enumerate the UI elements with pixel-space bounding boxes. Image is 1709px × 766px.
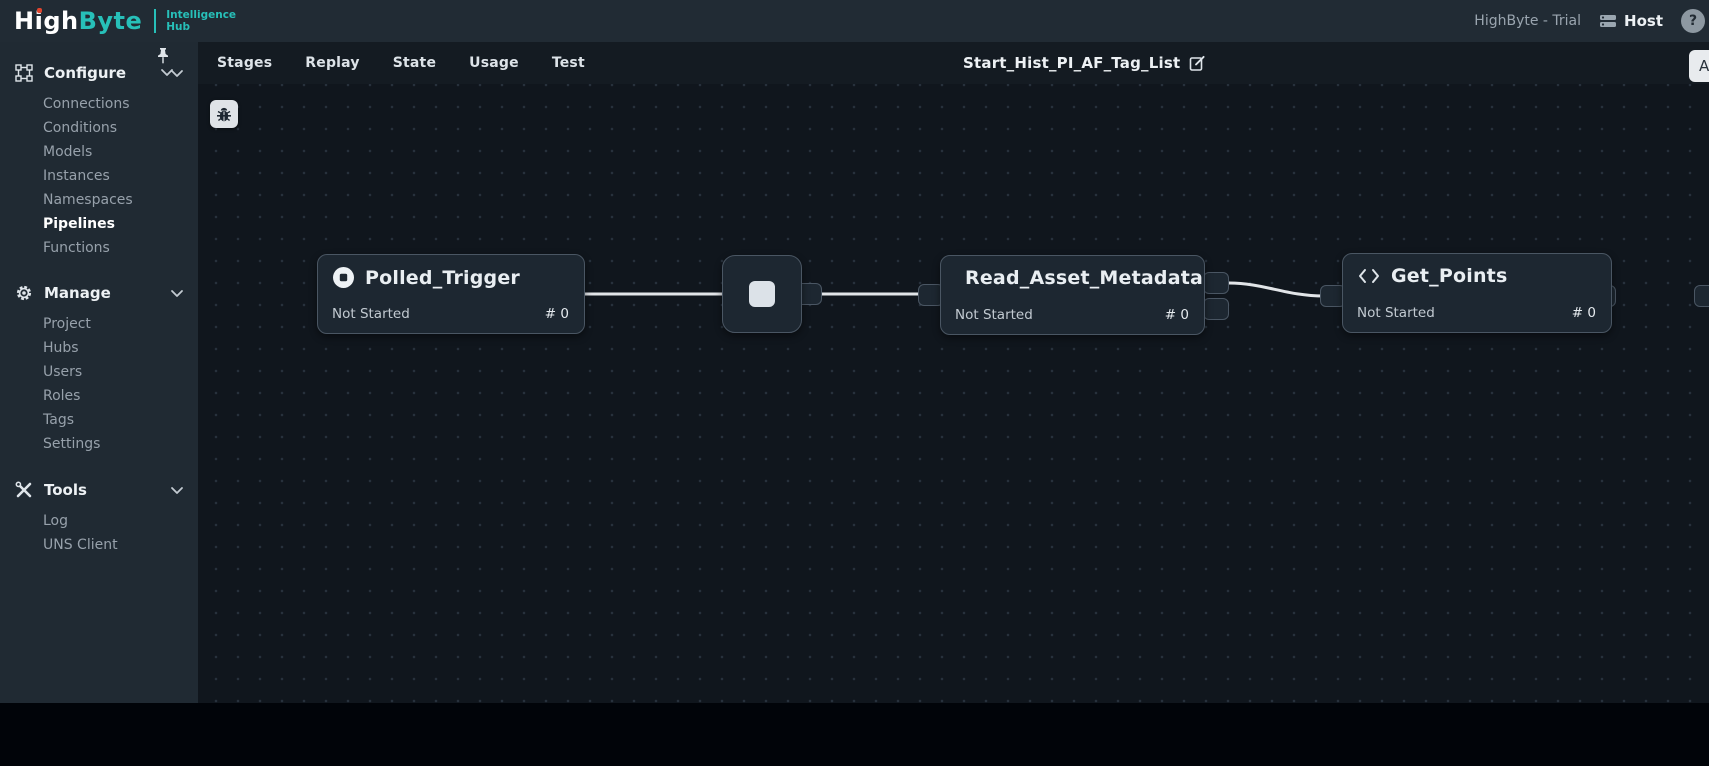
tab-stages[interactable]: Stages bbox=[217, 55, 273, 71]
node-get-points[interactable]: Get_Points Not Started # 0 bbox=[1342, 253, 1612, 333]
node-count: # 0 bbox=[1164, 307, 1189, 323]
tagline-line1: Intelligence bbox=[166, 8, 237, 21]
node-header: Get_Points bbox=[1357, 265, 1596, 287]
tab-state[interactable]: State bbox=[392, 55, 437, 71]
node-count: # 0 bbox=[544, 306, 569, 322]
brand-red-dot bbox=[37, 8, 42, 13]
tab-usage[interactable]: Usage bbox=[469, 55, 519, 71]
sidebar-item-hubs[interactable]: Hubs bbox=[43, 340, 79, 356]
sidebar-item-conditions[interactable]: Conditions bbox=[43, 120, 118, 136]
node-title: Polled_Trigger bbox=[365, 266, 521, 289]
tagline-line2: Hub bbox=[166, 21, 191, 33]
logo-tagline: Intelligence Hub bbox=[166, 9, 236, 33]
node-header: Polled_Trigger bbox=[332, 266, 569, 289]
server-icon bbox=[1600, 15, 1617, 27]
node-stop[interactable] bbox=[722, 255, 802, 333]
sidebar-section-manage-header[interactable]: Manage bbox=[0, 278, 198, 308]
node-footer: Not Started # 0 bbox=[1357, 305, 1596, 321]
sidebar-item-tags[interactable]: Tags bbox=[43, 412, 74, 428]
code-brackets-icon bbox=[1359, 269, 1379, 283]
chevron-down-icon[interactable] bbox=[160, 68, 174, 77]
tab-replay[interactable]: Replay bbox=[305, 55, 360, 71]
chevron-down-icon[interactable] bbox=[170, 481, 184, 499]
brand-high: High bbox=[14, 7, 79, 35]
port-offscreen-node-input[interactable] bbox=[1694, 285, 1709, 307]
sidebar-item-log[interactable]: Log bbox=[43, 513, 69, 529]
sidebar-item-pipelines[interactable]: Pipelines bbox=[43, 216, 115, 232]
sidebar-section-manage: Manage Project Hubs Users Roles Tags Set… bbox=[0, 278, 198, 458]
node-footer: Not Started # 0 bbox=[332, 306, 569, 322]
node-status: Not Started bbox=[332, 306, 410, 322]
sidebar-item-settings[interactable]: Settings bbox=[43, 436, 101, 452]
bug-icon bbox=[217, 107, 231, 121]
gear-icon bbox=[14, 283, 34, 303]
sidebar-section-label: Configure bbox=[44, 64, 127, 82]
node-status: Not Started bbox=[955, 307, 1033, 323]
sidebar-item-project[interactable]: Project bbox=[43, 316, 91, 332]
pin-icon[interactable] bbox=[154, 46, 172, 66]
sidebar-item-models[interactable]: Models bbox=[43, 144, 93, 160]
pipeline-wires bbox=[585, 281, 1325, 298]
pipeline-title: Start_Hist_PI_AF_Tag_List bbox=[963, 54, 1181, 72]
sidebar-section-label: Tools bbox=[44, 481, 87, 499]
group-select-icon bbox=[14, 63, 34, 83]
pipeline-tab-strip: Stages Replay State Usage Test Start_His… bbox=[198, 42, 1709, 84]
sidebar-section-label: Manage bbox=[44, 284, 111, 302]
chevron-down-icon[interactable] bbox=[170, 64, 184, 82]
host-button[interactable]: Host bbox=[1599, 12, 1663, 30]
node-polled-trigger[interactable]: Polled_Trigger Not Started # 0 bbox=[317, 254, 585, 334]
edit-icon[interactable] bbox=[1189, 55, 1206, 72]
sidebar-section-tools: Tools Log UNS Client bbox=[0, 475, 198, 559]
pipeline-tabs: Stages Replay State Usage Test bbox=[217, 42, 585, 84]
sidebar-configure-items: Connections Conditions Models Instances … bbox=[0, 88, 198, 262]
debug-button[interactable] bbox=[210, 100, 238, 128]
sidebar-item-roles[interactable]: Roles bbox=[43, 388, 81, 404]
port-read-output-1[interactable] bbox=[1203, 272, 1229, 294]
sidebar-tools-items: Log UNS Client bbox=[0, 505, 198, 559]
help-button[interactable]: ? bbox=[1681, 9, 1705, 33]
host-label: Host bbox=[1624, 12, 1663, 30]
sidebar: Configure Connections Conditions Models … bbox=[0, 42, 198, 703]
stop-square-icon bbox=[749, 281, 775, 307]
main-content: Stages Replay State Usage Test Start_His… bbox=[198, 42, 1709, 703]
chevron-down-icon[interactable] bbox=[170, 284, 184, 302]
node-header: Read_Asset_Metadata bbox=[955, 267, 1203, 289]
sidebar-section-configure-header[interactable]: Configure bbox=[0, 58, 198, 88]
sidebar-item-connections[interactable]: Connections bbox=[43, 96, 130, 112]
header-right-group: HighByte - Trial Host ? bbox=[1474, 9, 1709, 33]
node-title: Read_Asset_Metadata bbox=[965, 267, 1204, 289]
port-read-output-2[interactable] bbox=[1203, 298, 1229, 320]
node-status: Not Started bbox=[1357, 305, 1435, 321]
pipeline-title-group: Start_Hist_PI_AF_Tag_List bbox=[963, 42, 1206, 84]
sidebar-item-users[interactable]: Users bbox=[43, 364, 83, 380]
sidebar-item-instances[interactable]: Instances bbox=[43, 168, 110, 184]
tab-test[interactable]: Test bbox=[551, 55, 585, 71]
pipeline-canvas[interactable]: Polled_Trigger Not Started # 0 bbox=[198, 84, 1709, 703]
sidebar-manage-items: Project Hubs Users Roles Tags Settings bbox=[0, 308, 198, 458]
logo-divider bbox=[154, 9, 157, 33]
node-read-asset-metadata[interactable]: Read_Asset_Metadata Not Started # 0 bbox=[940, 255, 1205, 335]
partial-right-button[interactable]: A bbox=[1689, 50, 1709, 82]
account-environment-label: HighByte - Trial bbox=[1474, 13, 1582, 29]
node-footer: Not Started # 0 bbox=[955, 307, 1189, 323]
brand-byte: Byte bbox=[78, 7, 143, 35]
sidebar-item-uns-client[interactable]: UNS Client bbox=[43, 537, 118, 553]
node-title: Get_Points bbox=[1391, 265, 1508, 287]
tools-icon bbox=[14, 480, 34, 500]
sidebar-item-namespaces[interactable]: Namespaces bbox=[43, 192, 133, 208]
sidebar-section-configure: Configure Connections Conditions Models … bbox=[0, 58, 198, 262]
sidebar-section-tools-header[interactable]: Tools bbox=[0, 475, 198, 505]
sidebar-item-functions[interactable]: Functions bbox=[43, 240, 110, 256]
node-count: # 0 bbox=[1571, 305, 1596, 321]
trigger-record-icon bbox=[333, 267, 354, 288]
